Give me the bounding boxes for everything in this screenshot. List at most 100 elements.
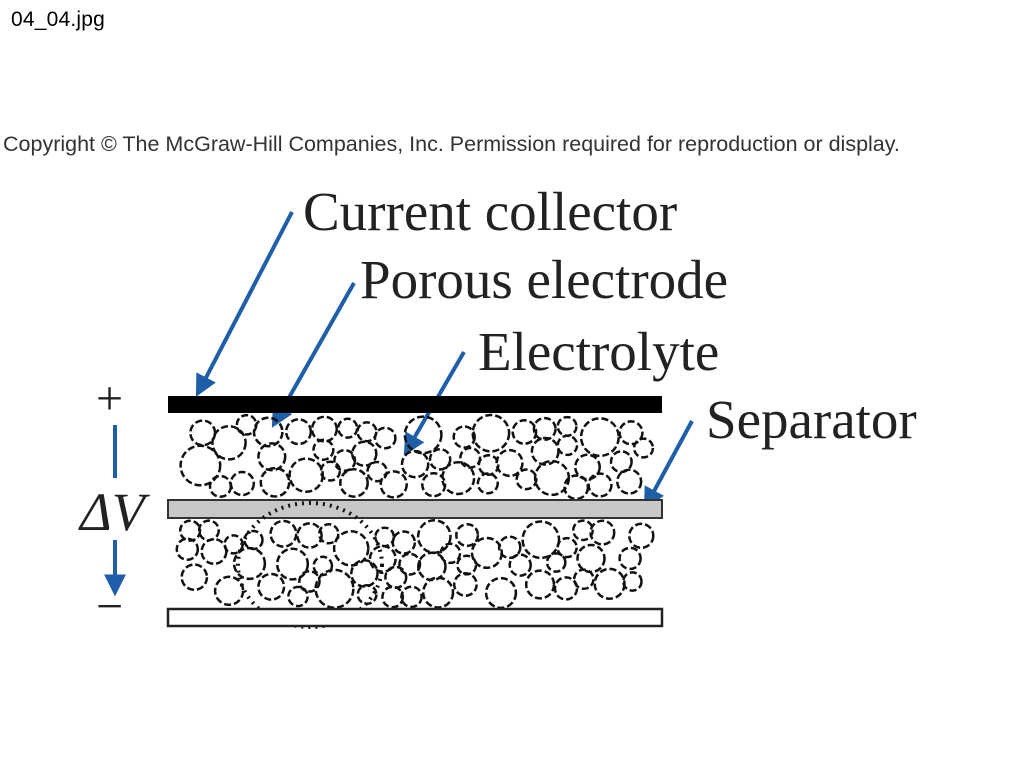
- electrode-particle: [381, 585, 405, 609]
- electrode-particle: [532, 416, 557, 441]
- electrode-particle: [400, 585, 423, 609]
- label-electrolyte: Electrolyte: [478, 321, 719, 382]
- electrode-particle: [416, 519, 452, 554]
- electrode-particle: [197, 519, 220, 542]
- electrode-particle: [366, 460, 388, 483]
- electrode-particle: [477, 454, 500, 476]
- electrode-particle: [628, 522, 655, 550]
- electrode-particle: [257, 442, 287, 472]
- delta-v-label: ΔV: [78, 482, 151, 542]
- electrode-particle: [337, 417, 359, 439]
- electrode-particle: [471, 413, 511, 453]
- electrode-particle: [441, 460, 476, 496]
- electrode-particle: [593, 567, 626, 600]
- electrode-particle: [455, 523, 480, 548]
- electrode-particle: [269, 519, 298, 548]
- electrode-particle: [421, 472, 447, 498]
- electrode-particle: [314, 568, 355, 609]
- electrode-particle: [374, 526, 396, 548]
- electrode-particle: [373, 426, 397, 450]
- pointer-separator: [643, 420, 694, 510]
- electrode-particle: [213, 575, 245, 607]
- electrode-particle: [556, 434, 579, 457]
- electrode-particle: [484, 576, 518, 610]
- electrode-particle: [476, 472, 499, 495]
- electrode-particle: [356, 421, 378, 443]
- electrode-particle: [318, 523, 340, 545]
- electrode-particle: [298, 570, 321, 593]
- electrode-particle: [452, 425, 476, 449]
- electrode-particle: [403, 415, 443, 455]
- electrode-particle: [521, 520, 561, 560]
- electrode-particle: [497, 535, 522, 560]
- electrode-particle: [368, 544, 397, 573]
- electrode-particle: [243, 529, 264, 551]
- electrode-particle: [563, 474, 590, 501]
- electrode-particle: [180, 563, 209, 592]
- electrode-particle: [312, 555, 334, 577]
- electrode-particle: [391, 530, 417, 555]
- electrode-particle: [515, 468, 538, 491]
- electrode-particle: [589, 519, 616, 546]
- electrode-particle: [439, 542, 462, 565]
- electrode-particle: [572, 519, 594, 542]
- electrode-particle: [556, 415, 578, 437]
- electrode-particle: [616, 468, 643, 495]
- electrode-particle: [296, 522, 323, 549]
- electrode-particle: [428, 447, 452, 471]
- electrode-particle: [579, 417, 620, 458]
- electrode-particle: [252, 416, 284, 448]
- bottom-electrode-particles: [175, 519, 655, 610]
- electrode-particle: [452, 572, 478, 597]
- separator-layer: [167, 499, 663, 519]
- electrode-particle: [511, 419, 538, 445]
- electrode-particle: [553, 576, 579, 601]
- electrode-particle: [333, 448, 357, 473]
- electrode-particle: [350, 559, 379, 588]
- electrode-particle: [545, 552, 567, 573]
- bottom-current-collector: [166, 607, 664, 628]
- electrode-particle: [459, 446, 482, 469]
- electrode-particle: [356, 583, 378, 606]
- electrode-particle: [178, 519, 202, 542]
- top-current-collector: [168, 396, 662, 413]
- plus-sign: +: [96, 372, 123, 425]
- electrode-particle: [609, 450, 633, 474]
- electrode-particle: [284, 418, 313, 446]
- electrode-particle: [384, 565, 408, 589]
- filename-label: 04_04.jpg: [11, 8, 106, 31]
- electrode-particle: [312, 438, 335, 461]
- electrode-particle: [576, 543, 606, 574]
- electrode-particle: [456, 554, 478, 576]
- electrode-particle: [421, 576, 455, 609]
- electrode-particle: [189, 419, 217, 447]
- electrode-particle: [572, 568, 595, 591]
- electrode-particle: [339, 467, 369, 498]
- electrode-particle: [232, 546, 267, 581]
- electrode-particle: [211, 424, 247, 461]
- electrode-particle: [319, 460, 342, 482]
- top-electrode-particles: [179, 413, 655, 501]
- pointer-current-collector: [195, 211, 294, 397]
- electrode-particle: [400, 449, 430, 479]
- electrode-particle: [229, 470, 256, 497]
- electrode-particle: [259, 466, 291, 498]
- electrode-particle: [618, 546, 642, 571]
- electrode-particle: [495, 448, 524, 478]
- electrode-particle: [574, 453, 601, 481]
- electrode-particle: [200, 537, 228, 566]
- electrode-particle: [287, 585, 309, 608]
- electrode-particle: [524, 569, 556, 600]
- electrode-particle: [275, 547, 310, 581]
- minus-sign: −: [96, 580, 123, 633]
- electrode-particle: [288, 457, 325, 494]
- electrode-particle: [310, 415, 338, 443]
- electrode-particle: [556, 536, 578, 559]
- electrode-particle: [235, 413, 258, 436]
- electrode-particle: [351, 440, 378, 467]
- copyright-notice: Copyright © The McGraw-Hill Companies, I…: [3, 132, 900, 156]
- label-current-collector: Current collector: [303, 181, 677, 242]
- electrode-particle: [508, 553, 532, 577]
- electrode-particle: [208, 474, 233, 499]
